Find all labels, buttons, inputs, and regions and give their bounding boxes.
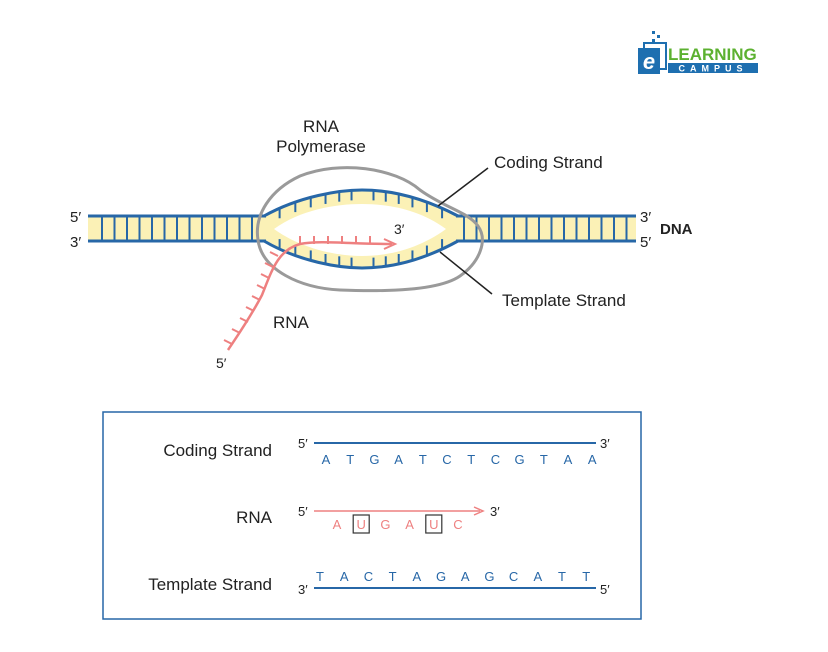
base-pair-ticks-left: [101, 217, 253, 240]
nucleotide-base: G: [369, 452, 379, 467]
rna-arrowhead: [383, 238, 398, 250]
nucleotide-base: T: [558, 569, 566, 584]
nucleotide-base: A: [588, 452, 597, 467]
rna-strand: [223, 236, 398, 351]
logo-letter-e: e: [643, 49, 655, 74]
template-strand-pointer: [439, 251, 493, 295]
rna-end-label-5: 5′: [216, 355, 227, 371]
rna-tick: [264, 262, 274, 268]
row-left-end: 5′: [298, 504, 308, 519]
nucleotide-base: C: [442, 452, 451, 467]
rna-strand-line: [226, 240, 393, 351]
rna-sequence-arrowhead: [473, 506, 485, 516]
coding-strand-label: Coding Strand: [494, 153, 603, 172]
rna-tick: [231, 328, 241, 334]
rna-tick: [251, 295, 261, 301]
rna-end-label-3: 3′: [394, 221, 405, 237]
end-label-5-top-left: 5′: [70, 209, 81, 226]
row-right-end: 3′: [490, 504, 500, 519]
nucleotide-base: T: [582, 569, 590, 584]
rna-ticks: [223, 236, 371, 345]
rna-tick: [256, 284, 266, 290]
row-right-end: 5′: [600, 582, 610, 597]
row-label: Template Strand: [148, 575, 272, 594]
nucleotide-base: G: [484, 569, 494, 584]
rna-tick: [260, 273, 270, 279]
logo-dot: [652, 31, 655, 34]
row-label: Coding Strand: [163, 441, 272, 460]
logo-campus-bar: [668, 63, 758, 73]
nucleotide-base: T: [389, 569, 397, 584]
logo-book-front: [638, 48, 660, 74]
nucleotide-base: T: [346, 452, 354, 467]
nucleotide-base: G: [380, 517, 390, 532]
end-label-3-bottom-left: 3′: [70, 234, 81, 251]
nucleotide-base: C: [491, 452, 500, 467]
row-left-end: 3′: [298, 582, 308, 597]
substituted-base-box: [352, 514, 370, 534]
coding-strand-pointer: [437, 167, 489, 207]
base-pair-ticks-right: [463, 217, 628, 240]
nucleotide-base: T: [419, 452, 427, 467]
nucleotide-base: T: [540, 452, 548, 467]
nucleotide-base: T: [316, 569, 324, 584]
rna-label: RNA: [273, 313, 310, 332]
template-strand-arc: [263, 239, 459, 270]
nucleotide-base: T: [467, 452, 475, 467]
elearning-campus-logo: e LEARNING CAMPUS: [638, 31, 758, 74]
nucleotide-base: G: [436, 569, 446, 584]
rna-tick: [269, 251, 279, 257]
nucleotide-base: A: [405, 517, 414, 532]
nucleotide-base: A: [322, 452, 331, 467]
nucleotide-base: A: [340, 569, 349, 584]
dna-double-helix: [88, 188, 636, 270]
logo-word-campus: CAMPUS: [678, 64, 747, 74]
base-pair-ticks-bubble: [278, 190, 444, 268]
end-label-3-top-right: 3′: [640, 209, 651, 226]
logo-dot: [657, 35, 660, 38]
polymerase-label-line2: Polymerase: [276, 137, 366, 156]
nucleotide-base: A: [564, 452, 573, 467]
nucleotide-base: C: [364, 569, 373, 584]
nucleotide-base: G: [515, 452, 525, 467]
rna-tick: [245, 306, 255, 312]
row-label: RNA: [236, 508, 273, 527]
nucleotide-base: A: [412, 569, 421, 584]
logo-dot: [652, 39, 655, 42]
rna-tick: [223, 339, 233, 345]
rna-polymerase-outline: [255, 166, 484, 293]
nucleotide-base: C: [509, 569, 518, 584]
sequence-box: [102, 411, 642, 620]
row-right-end: 3′: [600, 436, 610, 451]
nucleotide-base: A: [461, 569, 470, 584]
nucleotide-base: U: [357, 517, 366, 532]
nucleotide-base: U: [429, 517, 438, 532]
polymerase-label-line1: RNA: [303, 117, 340, 136]
nucleotide-base: A: [333, 517, 342, 532]
dna-label: DNA: [660, 221, 693, 238]
end-label-5-bottom-right: 5′: [640, 234, 651, 251]
row-left-end: 5′: [298, 436, 308, 451]
substituted-base-box: [425, 514, 443, 534]
template-strand-label: Template Strand: [502, 291, 626, 310]
rna-tick: [239, 317, 249, 323]
nucleotide-base: A: [394, 452, 403, 467]
nucleotide-base: A: [533, 569, 542, 584]
base-pair-fill-right: [458, 216, 636, 241]
logo-word-learning: LEARNING: [668, 45, 757, 64]
coding-strand-arc: [263, 188, 459, 218]
nucleotide-base: C: [453, 517, 462, 532]
